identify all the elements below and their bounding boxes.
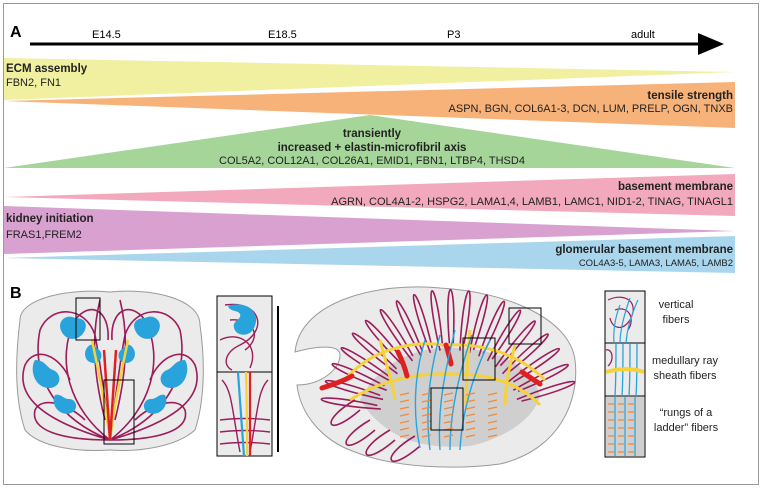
rung-fiber [399, 413, 410, 417]
adult-fiber-loop [486, 309, 522, 362]
rung-fiber [487, 413, 498, 417]
cortex-inset-box [75, 297, 101, 341]
adult-fiber-loop [365, 429, 396, 457]
adult-fiber-loop [468, 294, 489, 353]
kidney-initiation-title: kidney initiation [6, 213, 94, 225]
rung-fiber [421, 406, 432, 410]
legend-medullary-line2: sheath fibers [654, 370, 717, 382]
legend-vertical-line1: vertical [659, 299, 694, 311]
adult-fiber-loop [345, 419, 376, 447]
stalk-inset-box [103, 379, 135, 445]
adult-fiber-loop [379, 308, 414, 362]
adult-fiber-loop [459, 290, 471, 351]
ecm-assembly-genes: FBN2, FN1 [6, 77, 61, 89]
transient-title-line1: transiently [343, 128, 402, 140]
rung-fiber [465, 413, 476, 417]
basement-membrane-title: basement membrane [618, 181, 733, 193]
rung-fiber [399, 420, 410, 424]
rung-fiber [487, 406, 498, 410]
timeline-arrow-head [698, 33, 724, 55]
rung-fiber [465, 434, 476, 438]
timeline-axis [30, 33, 724, 55]
rung-fiber [465, 420, 476, 424]
legend-rungs-line1: “rungs of a [660, 407, 713, 419]
adult-fiber-loop [331, 362, 387, 391]
adult-vertical-fibers-box [508, 307, 542, 345]
gbm-title: glomerular basement membrane [555, 244, 733, 256]
rung-fiber [421, 420, 432, 424]
rung-fiber [487, 392, 498, 396]
rung-fiber [465, 392, 476, 396]
rung-fiber [465, 406, 476, 410]
rung-fiber [443, 392, 454, 396]
adult-fiber-loop [501, 333, 549, 375]
rung-fiber [421, 392, 432, 396]
rung-fiber [421, 413, 432, 417]
rung-fiber [465, 427, 476, 431]
tensile-strength-band [4, 82, 735, 128]
rung-fiber [487, 434, 498, 438]
legend-medullary-line1: medullary ray [652, 355, 719, 367]
basement-membrane-band [4, 174, 735, 216]
timepoint-e18-5: E18.5 [268, 29, 297, 41]
rung-fiber [399, 399, 410, 403]
adult-fiber-loop [395, 300, 424, 357]
transient-genes: COL5A2, COL12A1, COL26A1, EMID1, FBN1, L… [219, 155, 525, 167]
transient-title-line2: increased + elastin-microfibril axis [278, 142, 467, 154]
panel-b-label: B [10, 285, 22, 302]
rung-fiber [399, 392, 410, 396]
rung-fiber [443, 406, 454, 410]
rung-fiber [465, 399, 476, 403]
rung-fiber [399, 406, 410, 410]
panel-a-label: A [10, 24, 22, 41]
rung-fiber [443, 399, 454, 403]
adult-fiber-loop [447, 288, 455, 351]
adult-kidney-illustration [294, 286, 577, 468]
basement-membrane-genes: AGRN, COL4A1-2, HSPG2, LAMA1,4, LAMB1, L… [331, 196, 733, 208]
legend-vertical-line2: fibers [663, 314, 690, 326]
adult-fiber-loop [516, 380, 576, 402]
timepoint-p3: P3 [447, 29, 460, 41]
ecm-assembly-band [4, 58, 735, 100]
rung-fiber [487, 427, 498, 431]
kidney-initiation-genes: FRAS1,FREM2 [6, 229, 82, 241]
rung-fiber [421, 434, 432, 438]
gbm-genes: COL4A3-5, LAMA3, LAMA5, LAMB2 [579, 258, 733, 269]
rung-fiber [399, 434, 410, 438]
embryonic-inset [216, 295, 279, 457]
rung-fiber [421, 427, 432, 431]
adult-fiber-loop [494, 320, 536, 368]
rung-fiber [443, 420, 454, 424]
tensile-strength-title: tensile strength [647, 90, 733, 102]
adult-fiber-loop [412, 293, 433, 354]
rung-fiber [487, 420, 498, 424]
rung-fiber [399, 427, 410, 431]
rung-fiber [421, 399, 432, 403]
glomerular-basement-membrane-band [4, 236, 735, 273]
adult-fiber-loop [390, 435, 421, 463]
adult-fiber-loop [340, 347, 392, 383]
figure-frame [3, 3, 759, 485]
timepoint-adult: adult [631, 29, 655, 41]
tensile-strength-genes: ASPN, BGN, COL6A1-3, DCN, LUM, PRELP, OG… [449, 103, 733, 115]
timepoint-e14-5: E14.5 [92, 29, 121, 41]
adult-inset-stack [604, 290, 646, 458]
adult-fiber-loop [364, 319, 406, 368]
rung-fiber [443, 413, 454, 417]
adult-fiber-loop [478, 300, 506, 357]
adult-medullary-ray-box [462, 337, 496, 381]
embryonic-kidney-illustration [16, 290, 204, 451]
rung-fiber [487, 399, 498, 403]
kidney-initiation-band [4, 206, 735, 254]
rung-fiber [443, 434, 454, 438]
legend-rungs-line2: ladder” fibers [654, 422, 719, 434]
adult-fiber-loop [430, 290, 444, 351]
adult-rungs-box [430, 387, 464, 431]
adult-fiber-loop [330, 399, 361, 427]
ecm-assembly-title: ECM assembly [6, 63, 88, 75]
transient-band [4, 115, 735, 168]
